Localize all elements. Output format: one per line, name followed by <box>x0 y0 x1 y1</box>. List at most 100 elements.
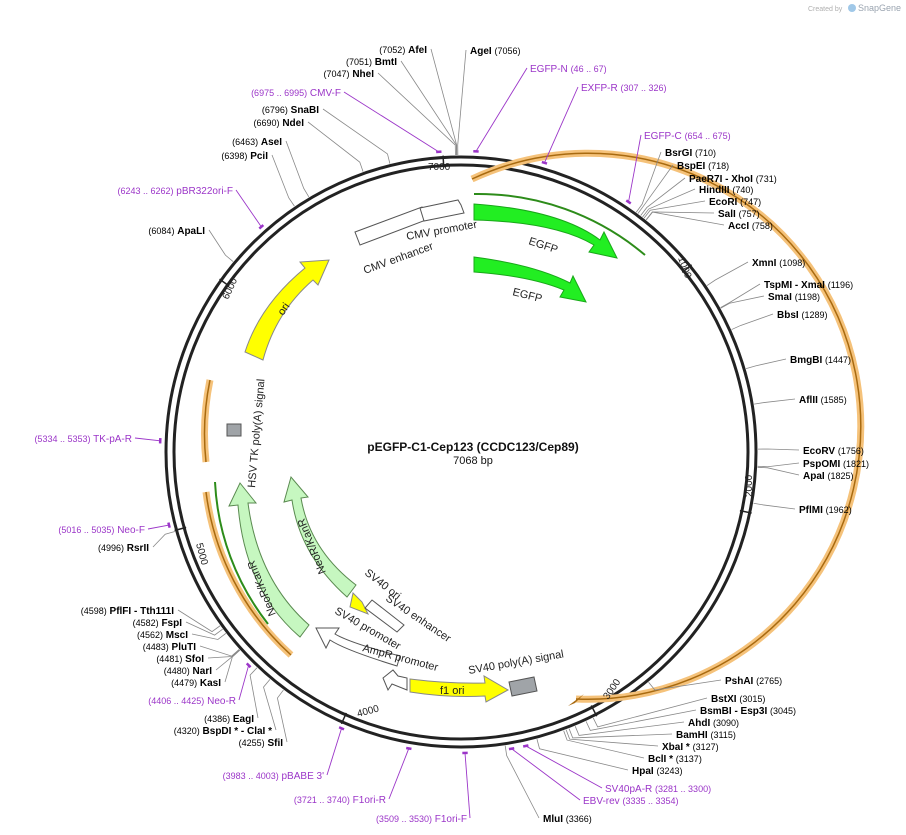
restriction-site-label[interactable]: BsmBI - Esp3I (3045) <box>700 706 796 717</box>
primer-label[interactable]: EGFP-N (46 .. 67) <box>530 64 607 75</box>
restriction-site-label[interactable]: (6463) AseI <box>232 137 282 148</box>
restriction-site-label[interactable]: ApaI (1825) <box>803 471 853 482</box>
restriction-site-label[interactable]: BamHI (3115) <box>676 730 736 741</box>
primer-name: F1ori-F <box>435 814 467 825</box>
site-leader-line <box>757 448 800 451</box>
hsv-tk-polya-box <box>226 423 242 437</box>
restriction-site-label[interactable]: BsrGI (710) <box>665 148 716 159</box>
restriction-site-label[interactable]: (4562) MscI <box>137 630 188 641</box>
restriction-site-label[interactable]: SalI (757) <box>718 209 760 220</box>
site-name: TspMI - XmaI <box>764 280 825 291</box>
feature-label: CMV enhancer <box>362 240 435 276</box>
primer-label[interactable]: EBV-rev (3335 .. 3354) <box>583 796 679 807</box>
primer-range: (6975 .. 6995) <box>251 88 307 98</box>
egfp-arrow-2 <box>473 256 587 303</box>
restriction-site-label[interactable]: EcoRV (1756) <box>803 446 864 457</box>
restriction-site-label[interactable]: SmaI (1198) <box>768 292 820 303</box>
watermark-created-by: Created by <box>808 6 843 13</box>
site-position: (3045) <box>770 706 796 716</box>
restriction-site-label[interactable]: HindIII (740) <box>699 185 753 196</box>
primer-label[interactable]: (6975 .. 6995) CMV-F <box>251 88 341 99</box>
restriction-site-label[interactable]: TspMI - XmaI (1196) <box>764 280 853 291</box>
restriction-site-label[interactable]: AhdI (3090) <box>688 718 739 729</box>
restriction-site-label[interactable]: (4483) PluTI <box>143 642 196 653</box>
cmv-promoter-arrow <box>419 199 465 222</box>
site-leader-line <box>720 295 765 309</box>
restriction-site-label[interactable]: PaeR7I - XhoI (731) <box>689 174 777 185</box>
restriction-site-label[interactable]: BmgBI (1447) <box>790 355 851 366</box>
primer-label[interactable]: EXFP-R (307 .. 326) <box>581 83 666 94</box>
site-leader-line <box>224 649 241 683</box>
restriction-site-label[interactable]: (4582) FspI <box>133 618 183 629</box>
site-name: SfiI <box>267 738 283 749</box>
primer-label[interactable]: (3721 .. 3740) F1ori-R <box>294 795 386 806</box>
restriction-site-label[interactable]: (6084) ApaLI <box>148 226 205 237</box>
restriction-site-label[interactable]: (4481) SfoI <box>156 654 204 665</box>
primer-label[interactable]: (4406 .. 4425) Neo-R <box>148 696 236 707</box>
site-leader-line <box>536 739 629 771</box>
restriction-site-label[interactable]: (6796) SnaBI <box>262 105 319 116</box>
restriction-site-label[interactable]: (7052) AfeI <box>379 45 427 56</box>
restriction-site-label[interactable]: (4996) RsrII <box>98 543 149 554</box>
primer-leader-line <box>511 748 581 801</box>
snapgene-logo-icon <box>848 4 856 12</box>
restriction-site-label[interactable]: BbsI (1289) <box>777 310 827 321</box>
restriction-site-label[interactable]: (4598) PflFI - Tth111I <box>81 606 174 617</box>
restriction-site-label[interactable]: MluI (3366) <box>543 814 592 825</box>
restriction-site-label[interactable]: BclI * (3137) <box>648 754 702 765</box>
site-name: AseI <box>261 137 282 148</box>
primer-label[interactable]: (3983 .. 4003) pBABE 3' <box>223 771 324 782</box>
restriction-site-label[interactable]: PflMI (1962) <box>799 505 852 516</box>
restriction-site-label[interactable]: (4255) SfiI <box>239 738 284 749</box>
site-position: (6690) <box>254 118 280 128</box>
restriction-site-label[interactable]: XmnI (1098) <box>752 258 805 269</box>
restriction-site-label[interactable]: (4386) EagI <box>204 714 254 725</box>
primer-leader-line <box>235 189 262 228</box>
site-leader-line <box>754 398 796 405</box>
restriction-site-label[interactable]: EcoRI (747) <box>709 197 761 208</box>
site-position: (1821) <box>843 459 869 469</box>
restriction-site-label[interactable]: (6398) PciI <box>221 151 268 162</box>
site-name: NdeI <box>282 118 304 129</box>
feature-label: NeoR/KanR <box>296 517 329 576</box>
restriction-site-label[interactable]: AgeI (7056) <box>470 46 520 57</box>
site-position: (1756) <box>838 446 864 456</box>
restriction-site-label[interactable]: (4479) KasI <box>171 678 221 689</box>
site-leader-line <box>731 313 774 330</box>
restriction-site-label[interactable]: XbaI * (3127) <box>662 742 719 753</box>
site-name: PshAI <box>725 676 754 687</box>
restriction-site-label[interactable]: (7051) BmtI <box>346 57 397 68</box>
restriction-site-label[interactable]: BstXI (3015) <box>711 694 765 705</box>
primer-name: EGFP-C <box>644 131 682 142</box>
primer-label[interactable]: EGFP-C (654 .. 675) <box>644 131 731 142</box>
site-position: (4320) <box>174 726 200 736</box>
restriction-site-label[interactable]: (4320) BspDI * - ClaI * <box>174 726 272 737</box>
primer-name: F1ori-R <box>353 795 386 806</box>
site-leader-line <box>646 211 725 226</box>
primer-label[interactable]: (6243 .. 6262) pBR322ori-F <box>117 186 233 197</box>
restriction-site-label[interactable]: (4480) NarI <box>164 666 212 677</box>
site-name: BsrGI <box>665 148 692 159</box>
site-position: (7056) <box>494 46 520 56</box>
sv40-promoter-arrow <box>315 627 401 667</box>
restriction-site-label[interactable]: AccI (758) <box>728 221 773 232</box>
primer-name: pBR322ori-F <box>176 186 233 197</box>
primer-label[interactable]: SV40pA-R (3281 .. 3300) <box>605 784 711 795</box>
restriction-site-label[interactable]: (7047) NheI <box>324 69 375 80</box>
restriction-site-label[interactable]: HpaI (3243) <box>632 766 682 777</box>
restriction-site-label[interactable]: BspEI (718) <box>677 161 729 172</box>
site-position: (3127) <box>693 742 719 752</box>
site-position: (4386) <box>204 714 230 724</box>
site-name: PflMI <box>799 505 823 516</box>
primer-name: SV40pA-R <box>605 784 652 795</box>
primer-label[interactable]: (5334 .. 5353) TK-pA-R <box>34 434 132 445</box>
restriction-site-label[interactable]: PspOMI (1821) <box>803 459 869 470</box>
primer-mark <box>167 522 171 529</box>
primer-label[interactable]: (5016 .. 5035) Neo-F <box>58 525 145 536</box>
site-name: SfoI <box>185 654 204 665</box>
primer-label[interactable]: (3509 .. 3530) F1ori-F <box>376 814 467 825</box>
restriction-site-label[interactable]: PshAI (2765) <box>725 676 782 687</box>
restriction-site-label[interactable]: AflII (1585) <box>799 395 847 406</box>
restriction-site-label[interactable]: (6690) NdeI <box>254 118 305 129</box>
site-leader-line <box>706 261 749 286</box>
